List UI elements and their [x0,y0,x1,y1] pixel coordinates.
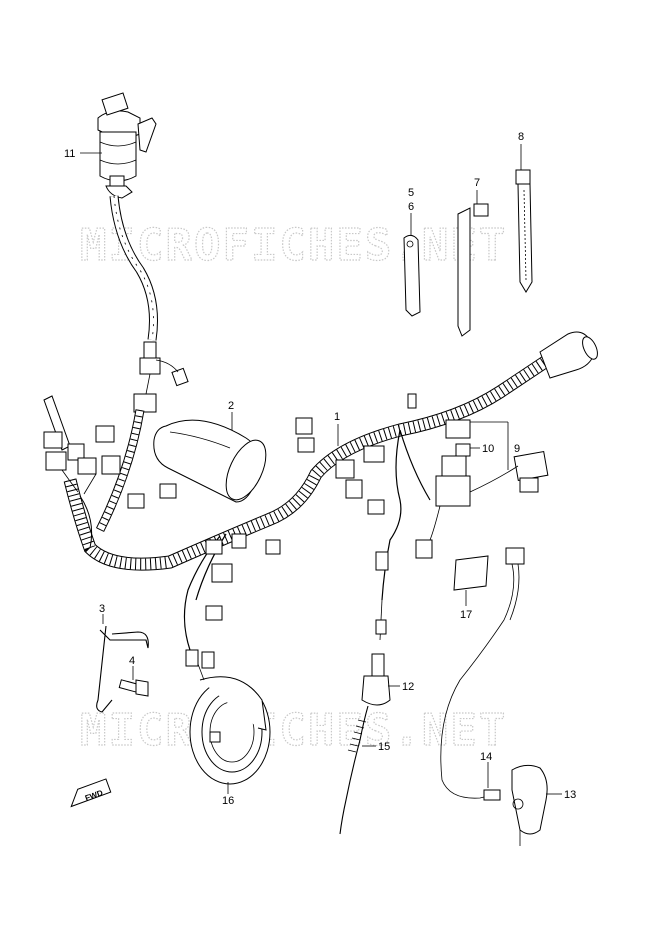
watermark-bottom: MICROFICHES.NET [80,705,507,756]
callout-5: 5 [408,187,414,199]
switch-connectors [133,341,189,413]
callout-14: 14 [480,751,492,763]
right-harness-end-connector [539,331,598,379]
callout-2: 2 [228,400,234,412]
part-11-ignition-switch[interactable] [97,92,157,199]
fwd-direction-arrow: FWD [70,778,112,808]
callout-6: 6 [408,201,414,213]
callout-4: 4 [129,655,135,667]
part-5-6-bracket[interactable] [403,234,421,317]
callout-1: 1 [334,411,340,423]
callout-11: 11 [64,148,75,160]
part-13-14-switch-assembly[interactable] [440,547,548,846]
callout-3: 3 [99,603,105,615]
middle-connectors [127,393,433,669]
callout-7: 7 [474,177,480,189]
callout-17: 17 [460,609,472,621]
part-12-sensor[interactable] [361,599,391,706]
part-3-bracket[interactable] [96,625,149,713]
left-connector-cluster [43,395,121,495]
part-1-main-wiring-harness[interactable] [63,354,552,651]
callout-10: 10 [482,443,494,455]
watermark-top: MICROFICHES.NET [80,220,507,271]
callout-9: 9 [514,443,520,455]
part-17-label-sticker[interactable] [453,555,489,591]
callout-16: 16 [222,795,234,807]
part-9-10-relay-assembly[interactable] [429,419,549,541]
part-7-clamp[interactable] [457,203,489,337]
callout-labels: 11 2 1 5 6 7 8 10 9 17 3 4 12 15 16 14 1… [64,131,576,807]
callout-8: 8 [518,131,524,143]
part-2-cylinder-cover[interactable] [153,419,274,506]
part-15-cable[interactable] [339,705,369,835]
part-16-horn[interactable] [189,663,271,785]
callout-12: 12 [402,681,414,693]
part-4-bolt[interactable] [118,679,149,697]
callout-13: 13 [564,789,576,801]
part-8-cable-tie[interactable] [515,169,533,293]
callout-15: 15 [378,741,390,753]
